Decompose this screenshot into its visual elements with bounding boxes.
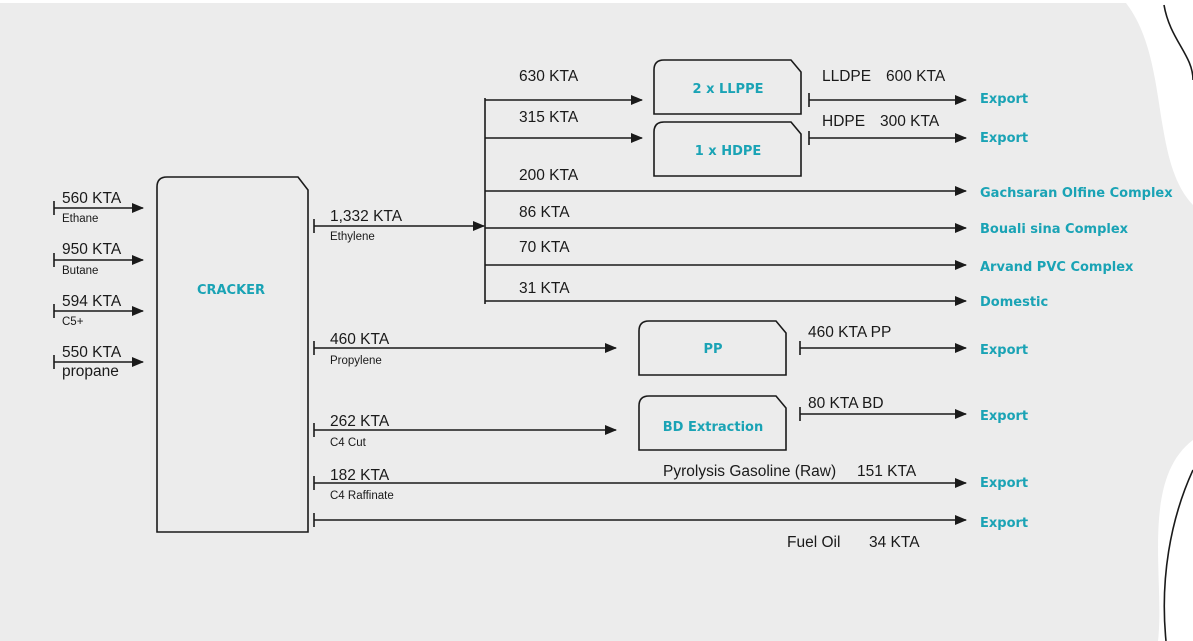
lldpe-output-name: LLDPE	[822, 68, 871, 85]
c4raff-value: 182 KTA	[330, 467, 390, 484]
ethylene-name: Ethylene	[330, 231, 375, 243]
branch-domestic-dest: Domestic	[980, 295, 1048, 310]
branch-gachsaran-value: 200 KTA	[519, 167, 579, 184]
pyrolysis-value: 151 KTA	[857, 463, 917, 480]
c4raff-name: C4 Raffinate	[330, 490, 394, 502]
decorative-stroke-bottom	[1163, 469, 1193, 641]
branch-arvand-value: 70 KTA	[519, 239, 570, 256]
feed-butane-value: 950 KTA	[62, 241, 122, 258]
pp-dest: Export	[980, 343, 1028, 358]
pp-label: PP	[703, 342, 722, 357]
hdpe-box	[653, 121, 802, 177]
branch-arvand-dest: Arvand PVC Complex	[980, 260, 1134, 275]
bd-box	[638, 395, 787, 451]
lldpe-label: 2 x LLPPE	[693, 82, 764, 97]
pp-output: 460 KTA PP	[808, 324, 891, 341]
decorative-stroke-top	[1163, 4, 1193, 81]
pp-box	[638, 320, 787, 376]
c4cut-stream: 262 KTA C4 Cut BD Extraction 80 KTA BD E…	[313, 395, 1028, 451]
bd-dest: Export	[980, 409, 1028, 424]
lldpe-box	[653, 59, 802, 115]
bd-label: BD Extraction	[663, 420, 763, 435]
feed-butane-name: Butane	[62, 265, 98, 277]
propylene-stream: 460 KTA Propylene PP 460 KTA PP Export	[313, 320, 1028, 376]
feed-propane-name: propane	[62, 363, 119, 380]
branch-lldpe-value: 630 KTA	[519, 68, 579, 85]
hdpe-output-value: 300 KTA	[880, 113, 940, 130]
hdpe-label: 1 x HDPE	[695, 144, 762, 159]
branch-bouali-dest: Bouali sina Complex	[980, 222, 1129, 237]
fuel-oil-dest: Export	[980, 516, 1028, 531]
branch-domestic-value: 31 KTA	[519, 280, 570, 297]
feed-butane: 950 KTA Butane	[53, 241, 144, 277]
c4cut-value: 262 KTA	[330, 413, 390, 430]
feed-c5plus: 594 KTA C5+	[53, 293, 144, 328]
feed-propane: 550 KTA propane	[53, 344, 144, 380]
pyrolysis-name: Pyrolysis Gasoline (Raw)	[663, 463, 836, 480]
branch-gachsaran: 200 KTA Gachsaran Olfine Complex	[485, 167, 1173, 201]
decorative-curve-top	[1126, 3, 1193, 205]
lldpe-output-value: 600 KTA	[886, 68, 946, 85]
feed-ethane: 560 KTA Ethane	[53, 190, 144, 225]
cracker-unit: CRACKER	[156, 176, 309, 533]
c4cut-name: C4 Cut	[330, 437, 367, 449]
feed-ethane-name: Ethane	[62, 213, 98, 225]
branch-domestic: 31 KTA Domestic	[485, 280, 1048, 310]
feed-c5plus-name: C5+	[62, 316, 84, 328]
branch-gachsaran-dest: Gachsaran Olfine Complex	[980, 186, 1173, 201]
fuel-oil-name: Fuel Oil	[787, 534, 840, 551]
fuel-oil-value: 34 KTA	[869, 534, 920, 551]
cracker-box	[156, 176, 309, 533]
ethylene-stream: 1,332 KTA Ethylene	[313, 98, 486, 304]
hdpe-dest: Export	[980, 131, 1028, 146]
fuel-oil-stream: Fuel Oil 34 KTA Export	[313, 513, 1028, 551]
ethylene-value: 1,332 KTA	[330, 208, 403, 225]
propylene-value: 460 KTA	[330, 331, 390, 348]
branch-bouali: 86 KTA Bouali sina Complex	[485, 204, 1129, 237]
lldpe-dest: Export	[980, 92, 1028, 107]
bd-output: 80 KTA BD	[808, 395, 884, 412]
cracker-label: CRACKER	[197, 283, 265, 298]
propylene-name: Propylene	[330, 355, 382, 367]
branch-hdpe: 315 KTA 1 x HDPE HDPE 300 KTA Export	[485, 109, 1028, 177]
hdpe-output-name: HDPE	[822, 113, 865, 130]
branch-hdpe-value: 315 KTA	[519, 109, 579, 126]
pyrolysis-dest: Export	[980, 476, 1028, 491]
feed-ethane-value: 560 KTA	[62, 190, 122, 207]
c4raffinate-stream: 182 KTA C4 Raffinate Pyrolysis Gasoline …	[313, 463, 1028, 502]
branch-bouali-value: 86 KTA	[519, 204, 570, 221]
feed-c5plus-value: 594 KTA	[62, 293, 122, 310]
branch-lldpe: 630 KTA 2 x LLPPE LLDPE 600 KTA Export	[485, 59, 1028, 115]
branch-arvand: 70 KTA Arvand PVC Complex	[485, 239, 1134, 275]
feed-propane-value: 550 KTA	[62, 344, 122, 361]
